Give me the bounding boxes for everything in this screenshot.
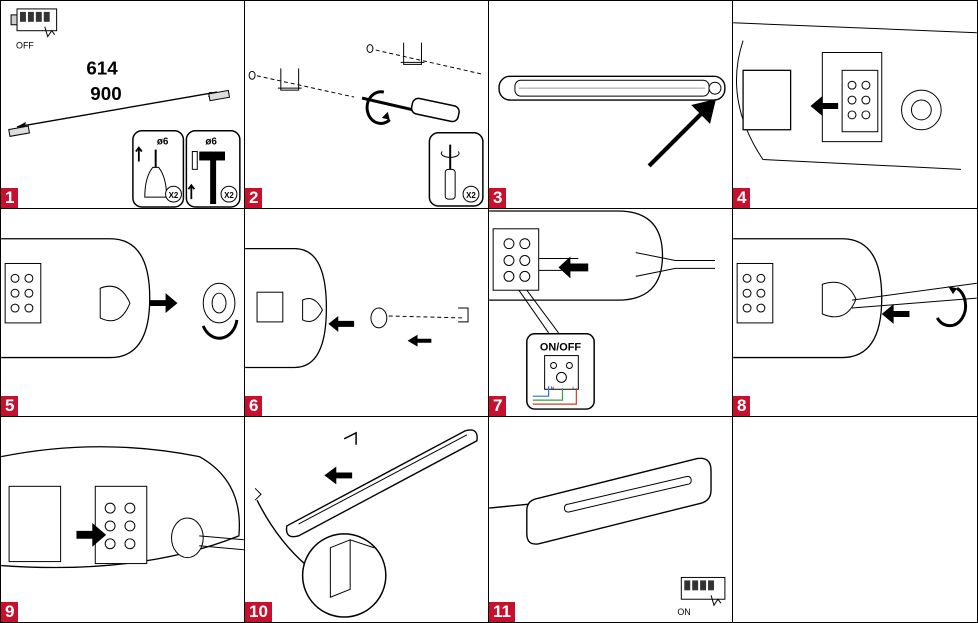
push-arrow-icon: [76, 522, 107, 547]
step-2-panel: X2 2: [244, 0, 489, 209]
gland-nut-icon: [201, 282, 239, 340]
step-number-badge: 4: [733, 188, 751, 208]
drill-qty: X2: [169, 191, 179, 200]
step-7-panel: ON/OFF N L 7: [488, 208, 733, 417]
rotate-arrow-icon: [935, 286, 968, 328]
push-arrow-icon: [324, 466, 353, 485]
step-3-illustration: [498, 75, 726, 168]
screwdriver-qty: X2: [466, 191, 476, 200]
step-9-panel: 9: [0, 416, 245, 623]
terminal-block: [841, 69, 879, 133]
step-8-panel: 8: [732, 208, 978, 417]
breaker-off-icon: [10, 8, 58, 38]
step-4-illustration: [733, 22, 977, 170]
step-number-badge: 1: [1, 188, 19, 208]
push-arrow-icon: [328, 315, 355, 332]
push-arrow-icon: [647, 99, 716, 168]
terminal-l-label: L: [572, 385, 575, 391]
breaker-on-icon: [680, 576, 726, 607]
drill-size-label: ø6: [157, 137, 169, 148]
mounting-bracket-icon: [277, 42, 425, 91]
step-2-illustration: X2: [248, 42, 484, 207]
step-3-panel: 3: [488, 0, 733, 209]
drill-box: ø6 X2: [132, 130, 185, 208]
step-1-illustration: OFF 614 900 ø6 X2: [8, 8, 241, 208]
step-number-badge: 5: [1, 396, 19, 416]
on-off-detail-box: ON/OFF N L: [526, 333, 595, 410]
step-7-illustration: ON/OFF N L: [489, 210, 715, 410]
hammer-qty: X2: [224, 191, 234, 200]
step-4-panel: 4: [732, 0, 978, 209]
terminal-n-label: N: [551, 385, 555, 391]
off-label: OFF: [16, 41, 34, 51]
step-number-badge: 11: [489, 602, 515, 622]
step-number-badge: 6: [245, 396, 263, 416]
step-11-illustration: ON: [489, 457, 726, 617]
wall-plug-icon: [8, 89, 231, 137]
push-arrow-icon: [558, 256, 589, 279]
on-off-label: ON/OFF: [540, 342, 581, 354]
step-number-badge: 7: [489, 396, 507, 416]
step-6-panel: 6: [244, 208, 489, 417]
push-arrow-icon: [810, 96, 839, 116]
hammer-size-label: ø6: [205, 137, 217, 148]
step-6-illustration: [245, 247, 469, 369]
empty-panel: [732, 416, 978, 623]
step-number-badge: 2: [245, 188, 263, 208]
dimension-900: 900: [90, 83, 121, 104]
step-10-illustration: [254, 429, 478, 618]
luminaire-body: [526, 457, 712, 545]
push-arrow-icon: [881, 304, 910, 324]
step-number-badge: 8: [733, 396, 751, 416]
step-5-panel: 5: [0, 208, 245, 417]
step-1-panel: OFF 614 900 ø6 X2: [0, 0, 245, 209]
push-arrow-icon: [149, 293, 178, 313]
step-8-illustration: [733, 238, 977, 359]
on-label: ON: [677, 607, 690, 617]
dimension-614: 614: [86, 57, 118, 78]
step-number-badge: 10: [245, 602, 272, 622]
luminaire-body: [285, 429, 478, 538]
hammer-box: ø6 X2: [185, 130, 241, 208]
mounting-clip-icon: [343, 431, 357, 445]
luminaire-body: [498, 75, 726, 101]
step-number-badge: 9: [1, 602, 19, 622]
step-10-panel: 10: [244, 416, 489, 623]
step-11-panel: ON 11: [488, 416, 733, 623]
screwdriver-box: X2: [428, 131, 484, 207]
step-9-illustration: [1, 446, 244, 569]
screwdriver-icon: [361, 90, 460, 125]
step-5-illustration: [1, 238, 239, 359]
clip-detail-circle: [301, 533, 387, 618]
step-number-badge: 3: [489, 188, 507, 208]
